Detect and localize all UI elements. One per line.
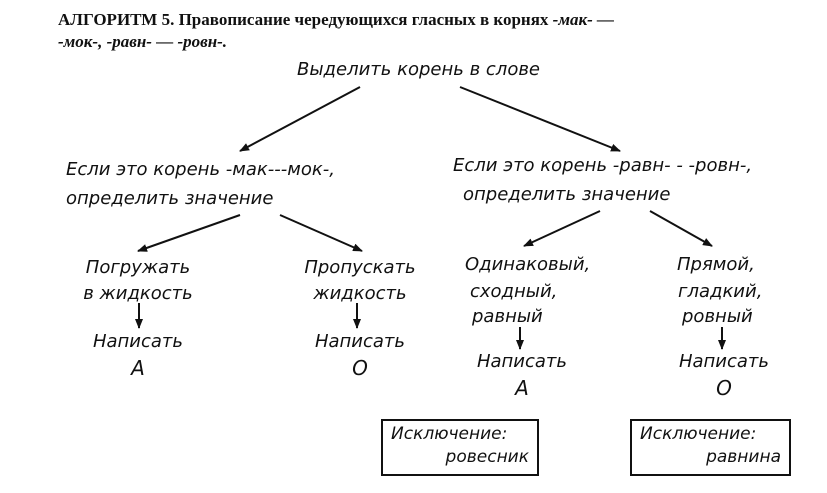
title-roots-a: -мак- — [552, 10, 614, 29]
leaf2-letter: О [352, 356, 368, 380]
arrow-mak-left [137, 214, 241, 252]
exception-word: ровесник [445, 447, 529, 467]
condition-ravn-line2: определить значение [463, 184, 671, 205]
exception-box-ravnina: Исключение: равнина [630, 419, 791, 476]
exception-word: равнина [706, 447, 781, 467]
leaf2-meaning-line1: Пропускать [304, 257, 416, 278]
arrow-root-right [459, 86, 621, 152]
leaf4-action: Написать [678, 351, 770, 372]
title-roots-b: -мок-, -равн- — -ровн-. [58, 32, 228, 51]
exception-box-rovesnik: Исключение: ровесник [381, 419, 539, 476]
arrow-ravn-left [523, 210, 601, 247]
arrow-mak-right [279, 214, 363, 252]
leaf4-letter: О [716, 376, 732, 400]
leaf1-meaning-line1: Погружать [85, 257, 191, 278]
title-text: Правописание чередующихся гласных в корн… [174, 10, 553, 29]
leaf1-letter: А [131, 356, 145, 380]
leaf3-meaning-line2: сходный, [470, 281, 558, 302]
condition-mak-line2: определить значение [66, 188, 274, 209]
leaf3-letter: А [515, 376, 529, 400]
root-node: Выделить корень в слове [297, 59, 541, 80]
leaf4-meaning-line1: Прямой, [677, 254, 755, 275]
leaf3-meaning-line3: равный [472, 306, 543, 327]
condition-ravn-line1: Если это корень -равн- - -ровн-, [453, 155, 753, 176]
leaf1-action: Написать [92, 331, 184, 352]
leaf3-meaning-line1: Одинаковый, [465, 254, 591, 275]
arrow-root-left [239, 86, 361, 152]
condition-mak-line1: Если это корень -мак---мок-, [66, 159, 335, 180]
leaf2-meaning-line2: жидкость [313, 283, 407, 304]
exception-label: Исключение: [640, 424, 757, 444]
exception-label: Исключение: [391, 424, 508, 444]
leaf4-meaning-line3: ровный [682, 306, 753, 327]
title-label: АЛГОРИТМ 5. [58, 10, 175, 29]
leaf1-meaning-line2: в жидкость [83, 283, 193, 304]
leaf3-action: Написать [476, 351, 568, 372]
arrow-ravn-right [649, 210, 713, 247]
diagram-title: АЛГОРИТМ 5. Правописание чередующихся гл… [58, 9, 818, 53]
leaf4-meaning-line2: гладкий, [678, 281, 763, 302]
leaf2-action: Написать [314, 331, 406, 352]
